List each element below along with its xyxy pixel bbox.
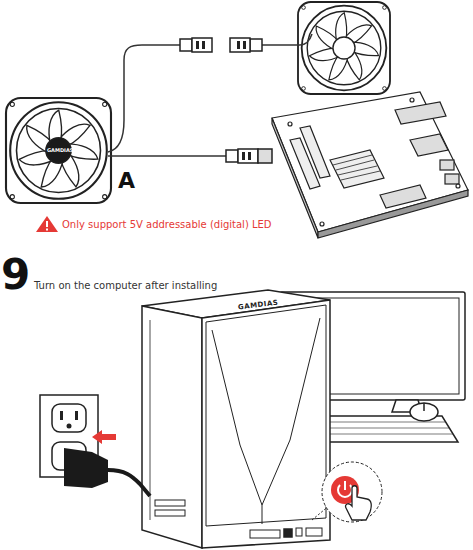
power-plug <box>64 448 150 496</box>
step-instruction: Turn on the computer after installing <box>34 281 217 291</box>
fan-left <box>6 98 111 203</box>
fan-logo: GAMDIAS <box>47 148 73 153</box>
pc-case <box>142 290 330 548</box>
insert-arrow <box>92 430 116 444</box>
power-callout <box>312 462 382 522</box>
warning-icon <box>36 216 58 232</box>
motherboard <box>272 92 468 238</box>
connector <box>180 38 262 163</box>
step-number: 9 <box>1 254 30 296</box>
callout-letter: A <box>118 170 135 192</box>
fan-right <box>298 2 390 94</box>
warning-note: Only support 5V addressable (digital) LE… <box>62 220 272 230</box>
